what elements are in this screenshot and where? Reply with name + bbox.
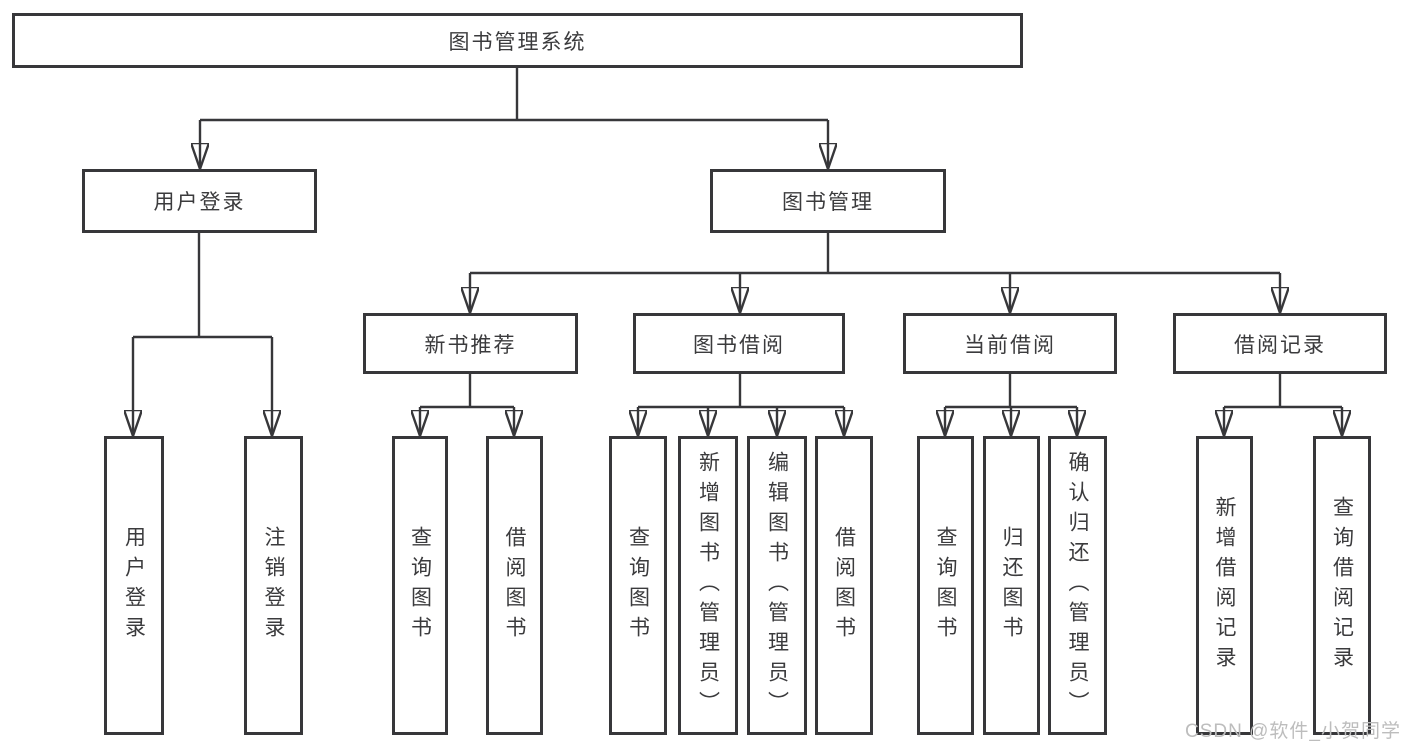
node-user-login: 用户登录 [82,169,317,233]
node-new-book-recommendation: 新书推荐 [363,313,578,374]
leaf-query-borrow-record: 查询借阅记录 [1313,436,1371,735]
node-label: 确认归还（管理员） [1066,450,1089,721]
node-label: 查询图书 [626,525,650,646]
node-label: 借阅记录 [1234,333,1326,357]
leaf-return-books: 归还图书 [983,436,1040,735]
node-label: 查询图书 [934,525,957,646]
node-label: 查询借阅记录 [1330,495,1354,676]
leaf-borrow-books: 借阅图书 [486,436,543,735]
node-label: 新书推荐 [424,333,517,357]
node-label: 注销登录 [262,525,285,646]
node-label: 借阅图书 [503,525,526,646]
node-label: 借阅图书 [832,525,856,646]
node-current-borrowing: 当前借阅 [903,313,1117,374]
leaf-confirm-return-admin: 确认归还（管理员） [1048,436,1107,735]
leaf-user-login: 用户登录 [104,436,164,735]
node-label: 图书管理 [782,191,874,214]
node-label: 新增图书（管理员） [696,450,720,721]
node-label: 图书管理系统 [448,30,587,54]
node-label: 编辑图书（管理员） [765,450,789,721]
node-label: 图书借阅 [693,333,785,357]
node-label: 查询图书 [408,525,432,646]
node-book-borrowing: 图书借阅 [633,313,845,374]
leaf-query-books: 查询图书 [917,436,974,735]
leaf-add-borrow-record: 新增借阅记录 [1196,436,1253,735]
leaf-logout: 注销登录 [244,436,303,735]
node-label: 用户登录 [153,191,246,214]
node-label: 用户登录 [122,525,146,646]
node-label: 当前借阅 [964,333,1056,357]
leaf-add-books-admin: 新增图书（管理员） [678,436,738,735]
node-book-management: 图书管理 [710,169,946,233]
leaf-borrow-books: 借阅图书 [815,436,873,735]
leaf-edit-books-admin: 编辑图书（管理员） [747,436,807,735]
node-library-management-system: 图书管理系统 [12,13,1023,68]
node-borrowing-records: 借阅记录 [1173,313,1387,374]
leaf-query-books: 查询图书 [392,436,448,735]
node-label: 新增借阅记录 [1213,495,1236,676]
node-label: 归还图书 [1000,525,1023,646]
csdn-watermark: CSDN @软件_小贺同学 [1185,721,1401,742]
leaf-query-books: 查询图书 [609,436,667,735]
